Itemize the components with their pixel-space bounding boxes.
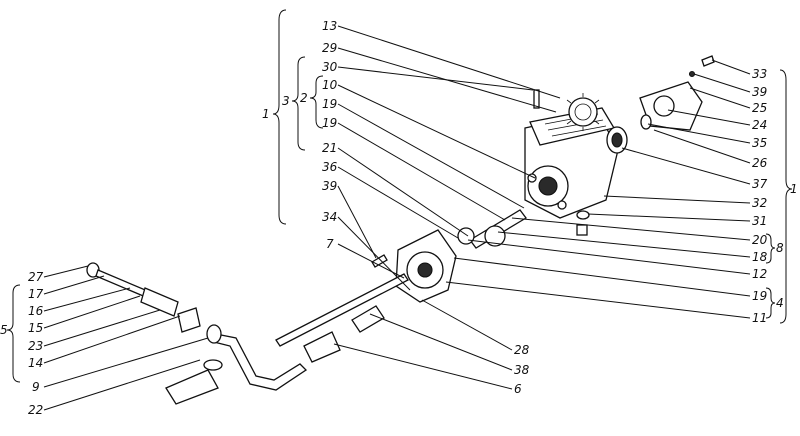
label-39: 39 [322,179,337,193]
group-label-1-right: 1 [790,182,798,196]
label-33: 33 [752,67,767,81]
label-7: 7 [326,237,334,251]
label-25: 25 [752,101,767,115]
label-12: 12 [752,267,767,281]
label-20: 20 [752,233,768,247]
group-labels: 1 3 2 5 1 8 4 [0,91,798,337]
label-27: 27 [28,270,44,284]
labels-right: 33 39 25 24 35 26 37 32 31 20 18 12 19 1… [752,67,768,325]
label-15: 15 [28,321,43,335]
label-19b: 19 [322,116,337,130]
label-36: 36 [322,160,338,174]
label-21: 21 [322,141,337,155]
group-label-3: 3 [282,94,290,108]
label-14: 14 [28,356,43,370]
label-39r: 39 [752,85,767,99]
label-37: 37 [752,177,768,191]
label-38: 38 [514,363,530,377]
label-32: 32 [752,196,767,210]
label-23: 23 [28,339,43,353]
label-34: 34 [322,210,337,224]
group-label-8: 8 [776,241,784,255]
label-6: 6 [514,382,522,396]
label-22: 22 [28,403,43,417]
label-16: 16 [28,304,44,318]
group-label-5: 5 [0,323,8,337]
label-24: 24 [752,118,767,132]
label-30: 30 [322,60,338,74]
group-label-4: 4 [776,296,784,310]
label-13: 13 [322,19,337,33]
label-19a: 19 [322,97,337,111]
label-9: 9 [32,380,40,394]
label-29: 29 [322,41,337,55]
label-18: 18 [752,250,768,264]
label-19r: 19 [752,289,767,303]
labels-left: 27 17 16 15 23 14 9 22 [28,270,44,417]
label-17: 17 [28,287,44,301]
label-11: 11 [752,311,767,325]
labels-top: 13 29 30 10 19 19 21 36 39 34 7 [322,19,338,251]
label-26: 26 [752,156,768,170]
leader-lines [43,25,751,411]
group-label-2: 2 [300,91,308,105]
group-braces [6,9,793,383]
label-35: 35 [752,136,767,150]
label-31: 31 [752,214,767,228]
label-10: 10 [322,78,338,92]
parts-drawing [86,55,715,405]
group-label-1: 1 [262,107,270,121]
labels-bottom: 28 38 6 [514,343,530,396]
label-28: 28 [514,343,530,357]
